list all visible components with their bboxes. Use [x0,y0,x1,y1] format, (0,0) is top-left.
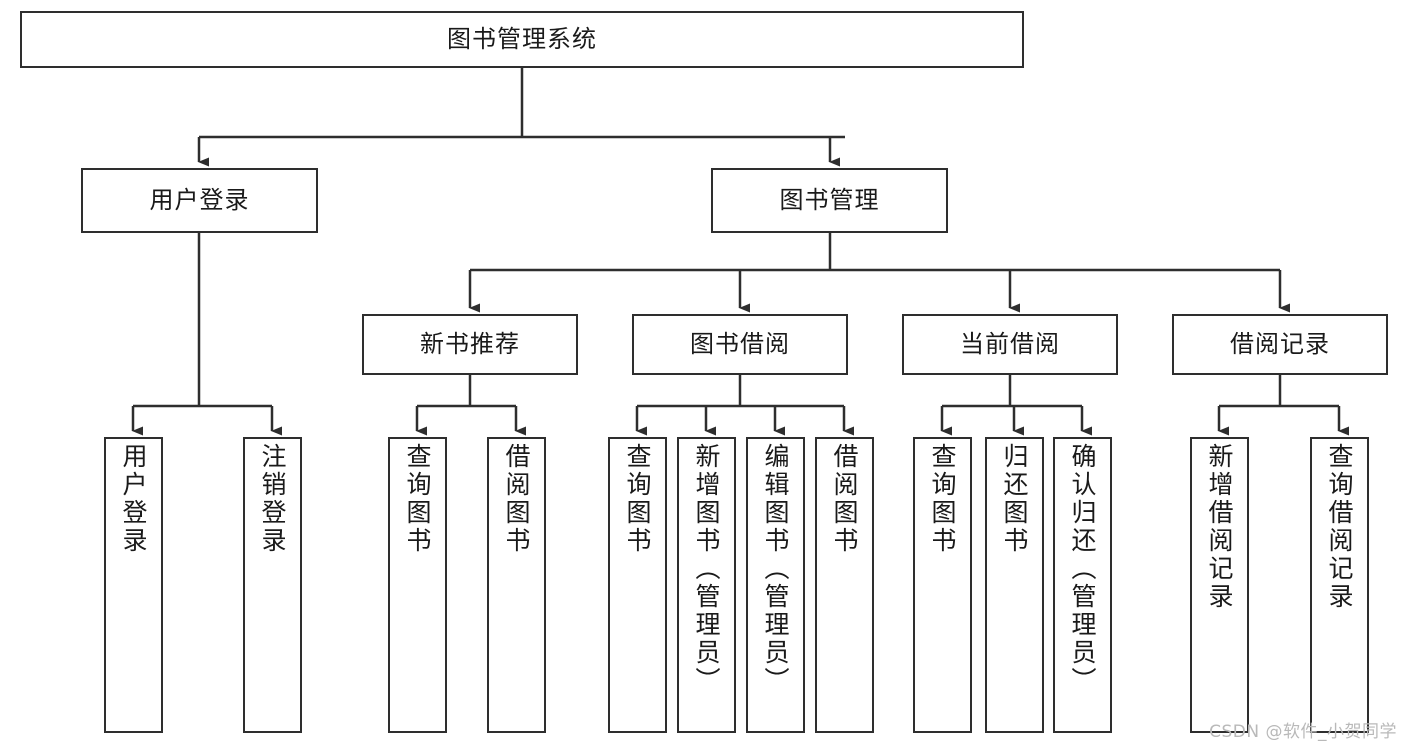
node-current-borrow[interactable]: 当前借阅 [902,314,1118,375]
node-label: 图书管理 [779,186,880,215]
node-leaf-logout[interactable]: 注销登录 [243,437,302,733]
csdn-watermark: CSDN @软件_小贺同学 [1209,722,1397,742]
node-leaf-query-book-borrow[interactable]: 查询图书 [608,437,667,733]
node-book-borrow[interactable]: 图书借阅 [632,314,848,375]
node-borrow-records[interactable]: 借阅记录 [1172,314,1388,375]
node-user-login[interactable]: 用户登录 [81,168,318,233]
node-leaf-confirm-return-admin[interactable]: 确认归还（管理员） [1053,437,1112,733]
node-label: 确认归还（管理员） [1068,443,1097,695]
node-label: 查询借阅记录 [1325,443,1354,611]
node-leaf-add-book-admin[interactable]: 新增图书（管理员） [677,437,736,733]
node-label: 新书推荐 [420,330,520,359]
node-label: 查询图书 [623,443,652,555]
node-leaf-borrow-book[interactable]: 借阅图书 [815,437,874,733]
node-leaf-query-book-recommend[interactable]: 查询图书 [388,437,447,733]
node-leaf-query-book-current[interactable]: 查询图书 [913,437,972,733]
node-root[interactable]: 图书管理系统 [20,11,1024,68]
node-label: 用户登录 [119,443,148,555]
node-leaf-borrow-book-recommend[interactable]: 借阅图书 [487,437,546,733]
node-label: 借阅图书 [502,443,531,555]
node-label: 图书借阅 [690,330,790,359]
node-label: 注销登录 [258,443,287,555]
node-label: 借阅记录 [1230,330,1330,359]
node-leaf-return-book[interactable]: 归还图书 [985,437,1044,733]
node-label: 归还图书 [1000,443,1029,555]
node-label: 图书管理系统 [447,25,597,54]
node-new-book-recommend[interactable]: 新书推荐 [362,314,578,375]
node-label: 查询图书 [928,443,957,555]
node-leaf-edit-book-admin[interactable]: 编辑图书（管理员） [746,437,805,733]
node-leaf-query-borrow-record[interactable]: 查询借阅记录 [1310,437,1369,733]
node-label: 用户登录 [149,186,250,215]
node-leaf-user-login[interactable]: 用户登录 [104,437,163,733]
node-label: 编辑图书（管理员） [761,443,790,695]
node-label: 查询图书 [403,443,432,555]
node-label: 借阅图书 [830,443,859,555]
node-label: 新增图书（管理员） [692,443,721,695]
node-label: 当前借阅 [960,330,1060,359]
node-label: 新增借阅记录 [1205,443,1234,611]
node-leaf-add-borrow-record[interactable]: 新增借阅记录 [1190,437,1249,733]
node-book-management[interactable]: 图书管理 [711,168,948,233]
